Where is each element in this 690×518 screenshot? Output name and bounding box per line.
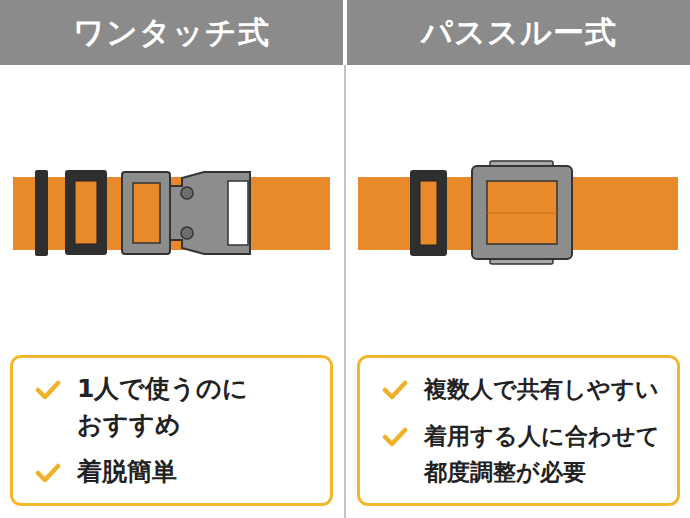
feature-row: 複数人で共有しやすい <box>382 371 667 407</box>
buckle-latch <box>170 172 250 254</box>
feature-text: 1人で使うのに おすすめ <box>77 371 320 443</box>
belt-strap <box>358 177 678 250</box>
check-mark <box>382 426 408 448</box>
feature-row: 着脱簡単 <box>35 454 320 490</box>
check-stroke <box>385 430 405 444</box>
one-touch-belt <box>13 170 330 256</box>
belt-keeper <box>35 170 48 256</box>
pass-through-belt <box>358 161 678 264</box>
adjuster-slot <box>75 181 97 244</box>
latch-pin <box>181 187 193 199</box>
feature-box: 複数人で共有しやすい着用する人に合わせて 都度調整が必要 <box>357 355 680 506</box>
column-header: パススルー式 <box>347 0 690 65</box>
buckle-slot <box>133 183 160 243</box>
latch-pin <box>181 227 193 239</box>
feature-text: 着用する人に合わせて 都度調整が必要 <box>424 418 667 490</box>
strap-overlap <box>487 213 557 214</box>
header-text: パススルー式 <box>421 12 617 54</box>
check-mark <box>382 379 408 401</box>
column-header: ワンタッチ式 <box>0 0 343 65</box>
pass-through-buckle <box>472 166 572 259</box>
feature-text: 複数人で共有しやすい <box>424 371 667 407</box>
header-text: ワンタッチ式 <box>73 12 270 54</box>
column-divider <box>344 65 346 518</box>
check-mark <box>35 462 61 484</box>
check-mark <box>35 379 61 401</box>
check-stroke <box>38 383 58 397</box>
buckle-frame <box>122 172 170 254</box>
buckle-opening <box>487 181 557 244</box>
latch-slot <box>228 181 248 245</box>
feature-box: 1人で使うのに おすすめ着脱簡単 <box>10 355 333 506</box>
check-stroke <box>385 383 405 397</box>
check-stroke <box>38 466 58 480</box>
feature-text: 着脱簡単 <box>77 454 320 490</box>
feature-row: 1人で使うのに おすすめ <box>35 371 320 443</box>
belt-keeper <box>410 170 447 256</box>
adjuster-loop <box>65 170 107 255</box>
feature-row: 着用する人に合わせて 都度調整が必要 <box>382 418 667 490</box>
keeper-slot <box>420 181 437 245</box>
